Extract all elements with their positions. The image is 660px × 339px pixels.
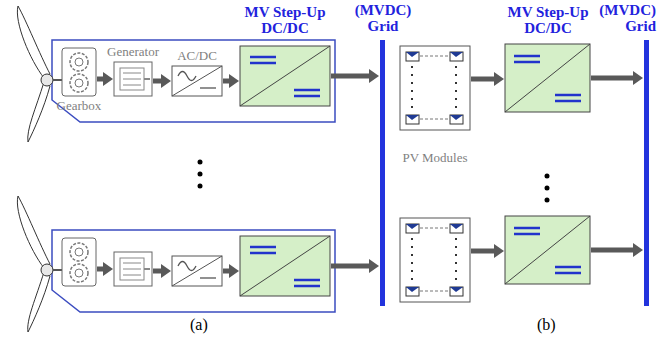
node-label: PV Modules <box>390 150 480 166</box>
dcdc-converter: MV Step-Up DC/DC <box>240 46 330 106</box>
node-label: (MVDC) Grid <box>348 2 418 34</box>
subfigure-label: (b) <box>537 316 556 334</box>
power-flow-arrow <box>223 79 231 84</box>
node-label: AC/DC <box>167 48 227 64</box>
converter-box: AC/DC <box>172 66 222 96</box>
gearbox: Gearbox <box>62 48 96 96</box>
power-flow-arrow <box>471 77 496 82</box>
dcdc-converter: MV Step-Up DC/DC <box>505 44 590 112</box>
power-flow-arrow <box>591 76 635 81</box>
pv-array: PV Modules <box>400 46 470 130</box>
node-label: Generator <box>98 44 168 60</box>
subfigure-label: (a) <box>190 316 208 334</box>
power-flow-arrow <box>97 77 105 82</box>
power-flow-arrow <box>331 74 371 79</box>
node-label: MV Step-Up DC/DC <box>498 4 598 36</box>
node-label: Gearbox <box>52 98 106 114</box>
node-label: (MVDC) Grid <box>596 2 656 34</box>
generator: Generator <box>114 62 152 96</box>
power-flow-arrow <box>153 79 163 84</box>
node-label: MV Step-Up DC/DC <box>235 4 335 36</box>
grid-bus: (MVDC) Grid <box>644 40 649 306</box>
grid-bus: (MVDC) Grid <box>380 40 385 306</box>
